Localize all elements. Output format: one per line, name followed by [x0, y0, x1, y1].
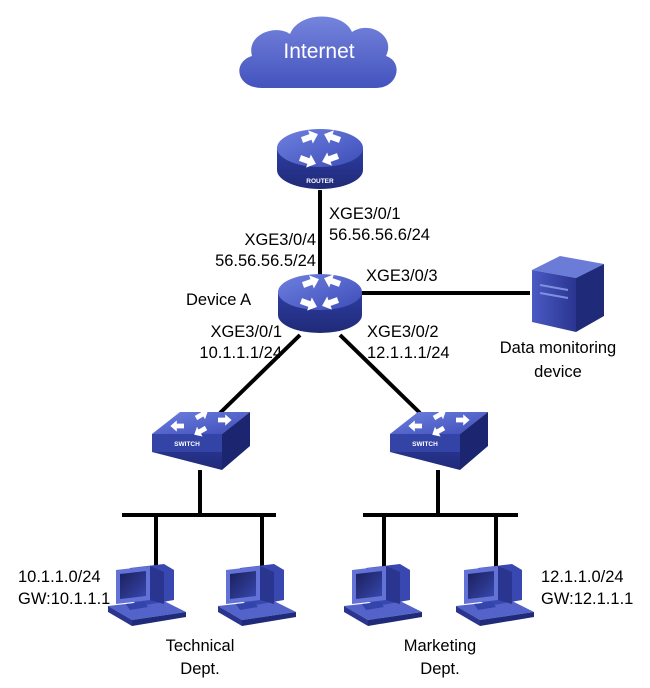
device-a-port2-ip: 12.1.1.1/24 — [367, 344, 450, 362]
monitor-label-line2: device — [534, 363, 582, 381]
technical-pc1-icon — [108, 564, 186, 626]
router-icon: ROUTER — [277, 127, 363, 189]
switch-right-icon: SWITCH — [390, 406, 488, 470]
switch-right-badge: SWITCH — [412, 441, 438, 448]
router-port-ip: 56.56.56.6/24 — [329, 226, 430, 244]
device-a-uplink-name: XGE3/0/4 — [244, 231, 316, 249]
device-a-port2-name: XGE3/0/2 — [367, 323, 439, 341]
device-a-icon — [278, 271, 362, 333]
device-a-uplink-ip: 56.56.56.5/24 — [215, 252, 316, 270]
switch-left-badge: SWITCH — [174, 441, 200, 448]
marketing-pc1-icon — [344, 564, 422, 626]
marketing-gateway: GW:12.1.1.1 — [541, 590, 633, 608]
technical-dept-line2: Dept. — [180, 660, 219, 678]
router-port-name: XGE3/0/1 — [329, 205, 401, 223]
marketing-dept-line2: Dept. — [420, 660, 459, 678]
switch-left-icon: SWITCH — [152, 406, 250, 470]
monitor-port-name: XGE3/0/3 — [366, 267, 438, 285]
internet-cloud-icon: Internet — [239, 16, 397, 88]
marketing-dept-line1: Marketing — [404, 637, 476, 655]
link-devicea-switch-right — [338, 333, 422, 415]
technical-subnet: 10.1.1.0/24 — [18, 568, 101, 586]
technical-dept-line1: Technical — [166, 637, 235, 655]
monitor-label-line1: Data monitoring — [500, 339, 616, 357]
link-devicea-switch-left — [218, 333, 302, 415]
marketing-pc2-icon — [456, 564, 534, 626]
router-badge: ROUTER — [306, 178, 334, 185]
device-a-port1-name: XGE3/0/1 — [210, 323, 282, 341]
technical-gateway: GW:10.1.1.1 — [18, 590, 110, 608]
device-a-port1-ip: 10.1.1.1/24 — [199, 344, 282, 362]
technical-pc2-icon — [218, 564, 296, 626]
cloud-label: Internet — [283, 40, 354, 63]
server-icon — [532, 256, 604, 332]
device-a-label: Device A — [186, 291, 251, 309]
marketing-subnet: 12.1.1.0/24 — [541, 568, 624, 586]
